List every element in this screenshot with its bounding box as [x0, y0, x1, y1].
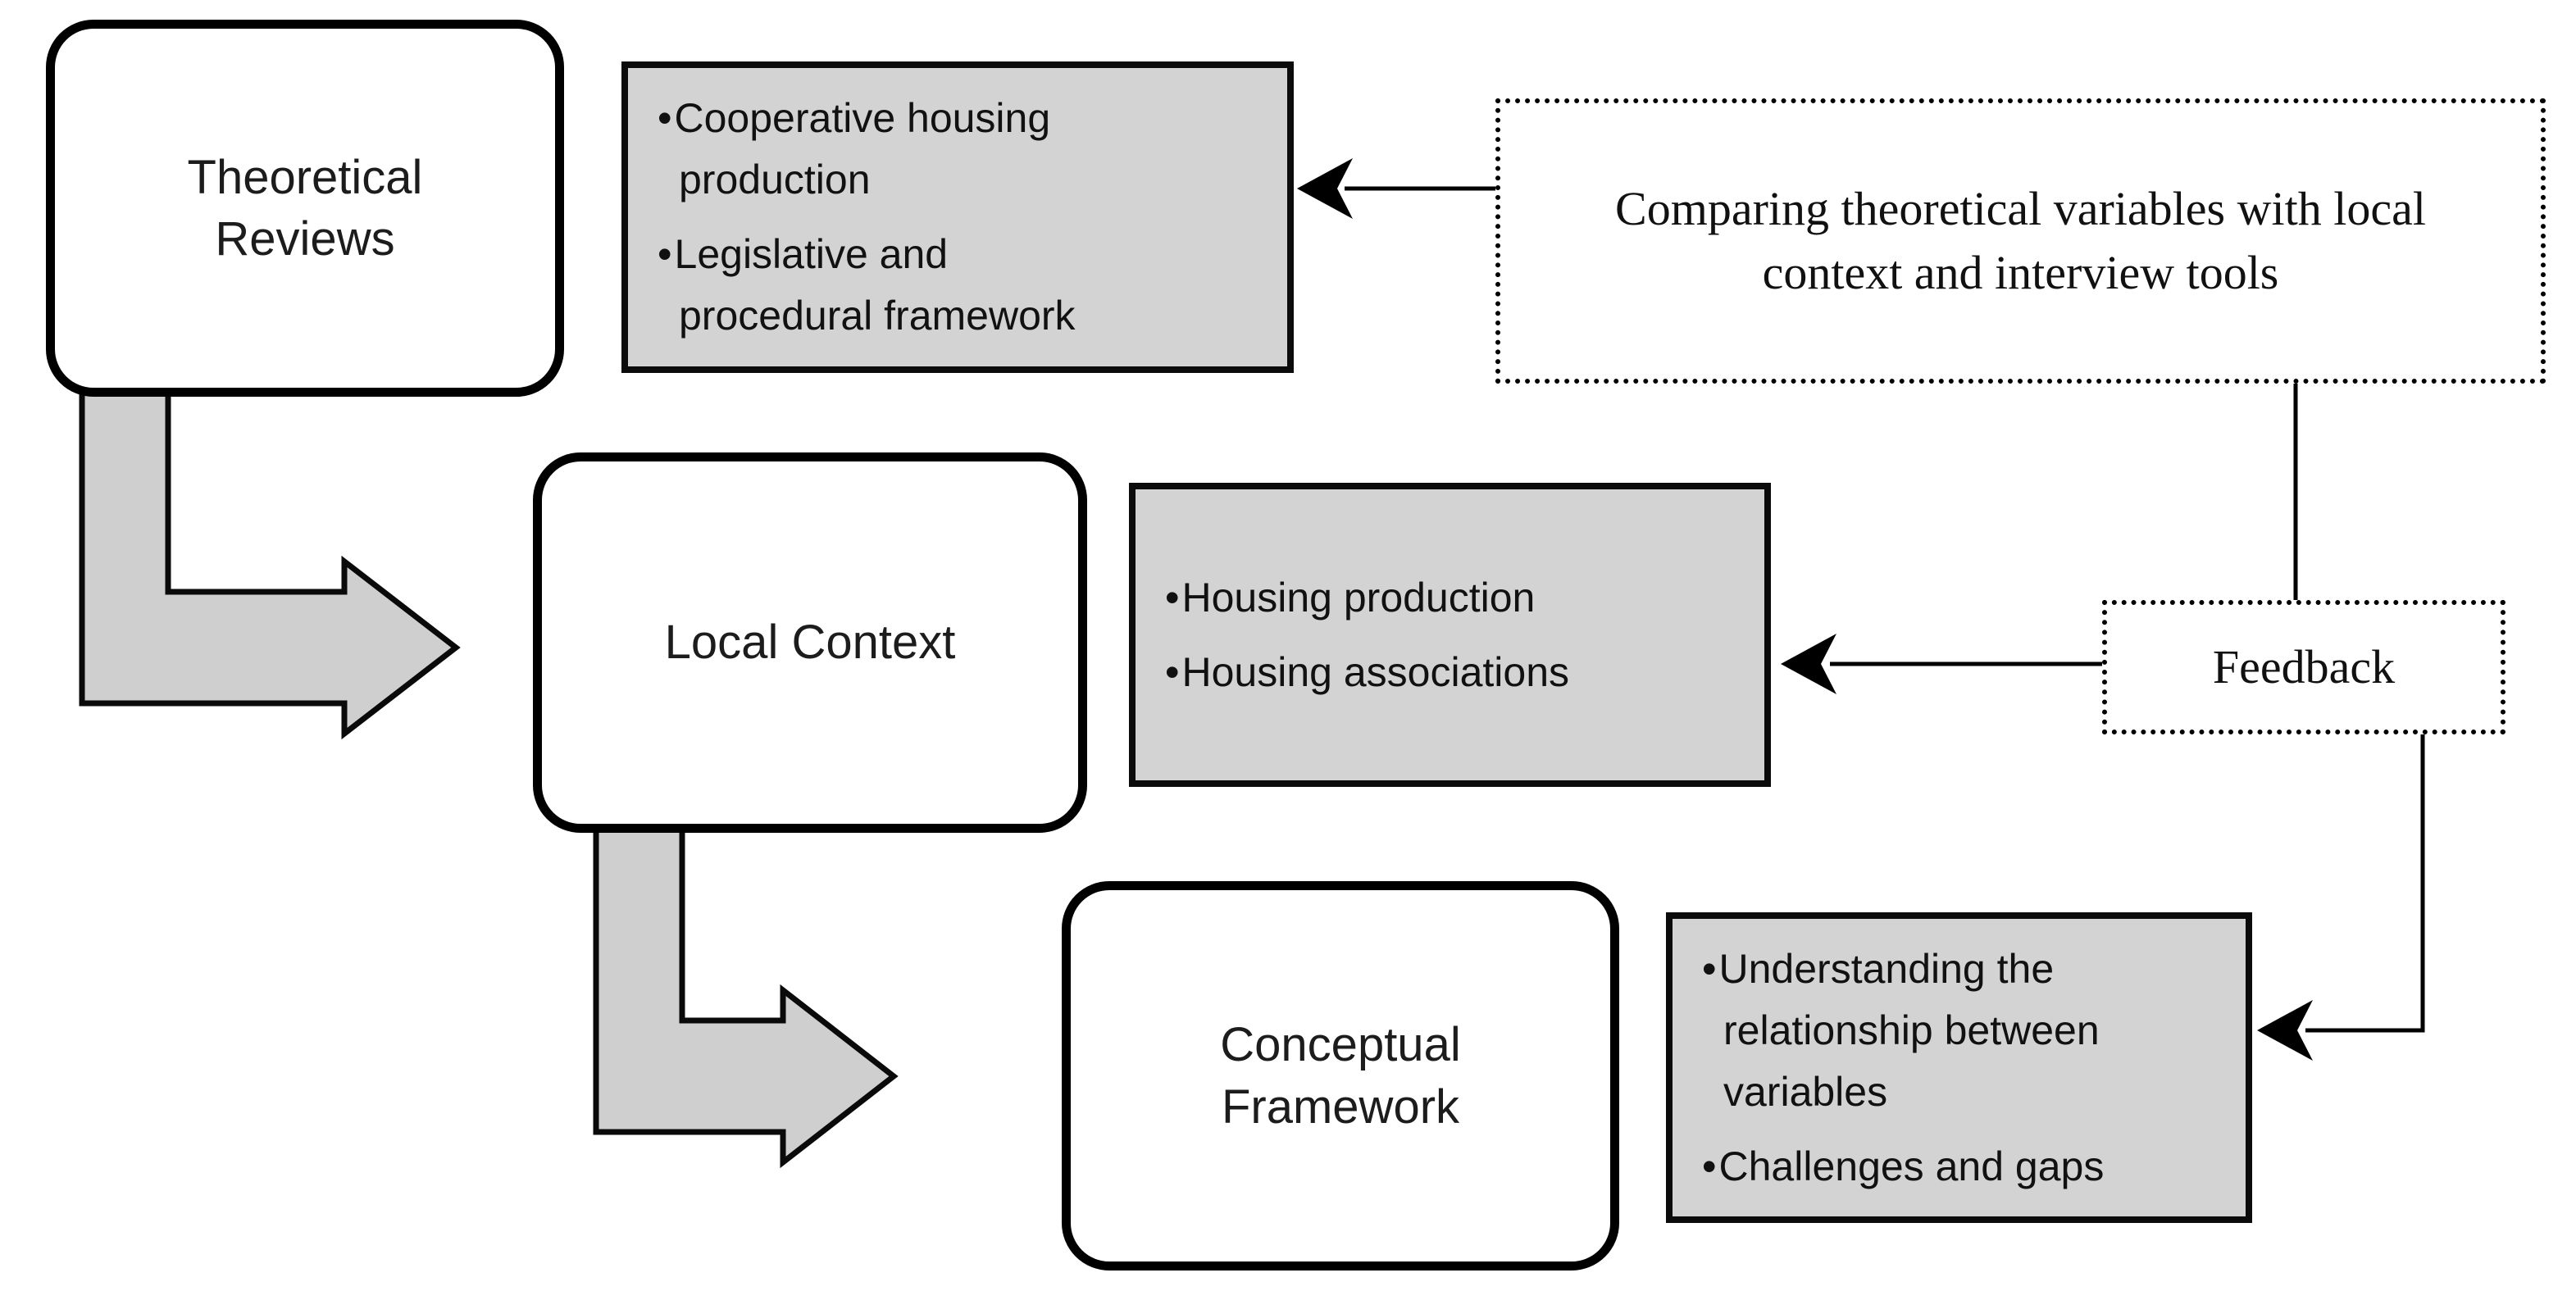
arrowhead-into-conceptual-outputs: [2257, 1000, 2313, 1061]
arrowhead-into-theoretical-outputs: [1297, 158, 1353, 219]
bullet-item: Cooperative housing production: [658, 88, 1138, 211]
conceptual-outputs-box: Understanding the relationship between v…: [1666, 912, 2252, 1223]
bullet-item: Housing associations: [1165, 642, 1740, 703]
comparing-label: Comparing theoretical variables with loc…: [1615, 181, 2426, 299]
bullet-item: Legislative and procedural framework: [658, 224, 1138, 347]
local-context-node: Local Context: [533, 452, 1087, 833]
conceptual-framework-label: Conceptual Framework: [1220, 1018, 1461, 1134]
bent-arrow-local-to-conceptual: [593, 825, 899, 1169]
conceptual-outputs-list: Understanding the relationship between v…: [1673, 939, 2246, 1198]
comparing-node: Comparing theoretical variables with loc…: [1495, 98, 2546, 384]
theoretical-reviews-node: Theoretical Reviews: [46, 20, 564, 397]
theoretical-reviews-label: Theoretical Reviews: [187, 150, 423, 266]
bullet-item: Understanding the relationship between v…: [1702, 939, 2221, 1123]
theoretical-outputs-list: Cooperative housing productionLegislativ…: [628, 88, 1287, 347]
arrowhead-into-local-outputs: [1781, 634, 1836, 694]
bullet-item: Challenges and gaps: [1702, 1136, 2221, 1198]
local-outputs-box: Housing productionHousing associations: [1129, 483, 1771, 787]
bent-arrow-theoretical-to-local: [79, 389, 461, 740]
conceptual-framework-node: Conceptual Framework: [1062, 881, 1619, 1271]
connector-feedback-to-conceptual-outputs: [2305, 734, 2425, 1033]
local-context-label: Local Context: [664, 616, 956, 670]
feedback-node: Feedback: [2102, 600, 2505, 734]
theoretical-outputs-box: Cooperative housing productionLegislativ…: [621, 61, 1294, 373]
feedback-label: Feedback: [2212, 639, 2396, 693]
bullet-item: Housing production: [1165, 567, 1740, 629]
local-outputs-list: Housing productionHousing associations: [1136, 567, 1764, 703]
